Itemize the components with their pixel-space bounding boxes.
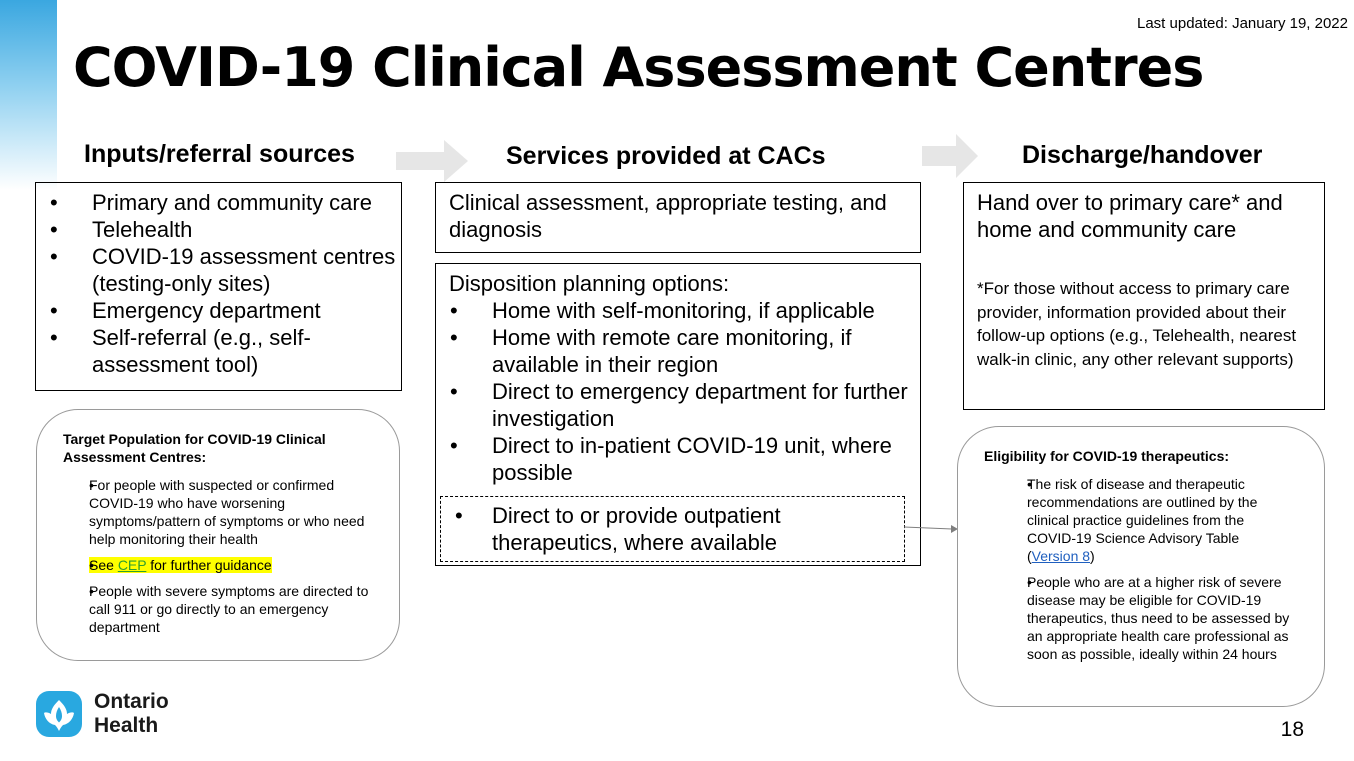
guidance-suffix: for further guidance [146,557,272,573]
eligibility-box: Eligibility for COVID-19 therapeutics: T… [957,426,1325,707]
target-population-list: For people with suspected or confirmed C… [63,476,385,636]
list-item: Self-referral (e.g., self-assessment too… [36,324,397,378]
column-heading-discharge: Discharge/handover [1022,141,1263,169]
list-item: People who are at a higher risk of sever… [984,573,1294,663]
logo-text: Ontario Health [94,690,169,738]
column-heading-services: Services provided at CACs [506,142,826,170]
inputs-box: Primary and community care Telehealth CO… [35,182,402,391]
list-item: The risk of disease and therapeutic reco… [984,475,1294,565]
inputs-list: Primary and community care Telehealth CO… [36,189,397,378]
version-8-link[interactable]: Version 8 [1031,548,1091,564]
flow-arrow-icon [922,134,978,178]
accent-bar [0,0,57,190]
list-item: Primary and community care [36,189,397,216]
list-item: Telehealth [36,216,397,243]
list-item: Emergency department [36,297,397,324]
list-item: Direct to emergency department for furth… [436,378,912,432]
list-item: For people with suspected or confirmed C… [63,476,385,548]
target-population-title: Target Population for COVID-19 Clinical … [63,431,326,465]
services-assessment-box: Clinical assessment, appropriate testing… [435,182,921,253]
target-population-box: Target Population for COVID-19 Clinical … [36,409,400,661]
connector-arrow-icon [904,525,958,533]
ontario-trillium-icon [36,691,82,737]
discharge-box: Hand over to primary care* and home and … [963,182,1325,410]
list-item: Direct to or provide outpatient therapeu… [441,502,898,556]
disposition-box: Disposition planning options: Home with … [435,263,921,566]
column-heading-inputs: Inputs/referral sources [84,140,355,168]
outpatient-therapeutics-box: Direct to or provide outpatient therapeu… [440,496,905,562]
outpatient-list: Direct to or provide outpatient therapeu… [441,502,898,556]
eligibility-item-text: The risk of disease and therapeutic reco… [1027,476,1258,546]
disposition-heading: Disposition planning options: [449,271,730,296]
highlighted-guidance: See CEP for further guidance [89,557,272,573]
logo-line-1: Ontario [94,690,169,713]
list-item: Home with self-monitoring, if applicable [436,297,912,324]
discharge-main-text: Hand over to primary care* and home and … [977,190,1283,242]
list-item: See CEP for further guidance [63,556,385,574]
discharge-note: *For those without access to primary car… [977,279,1297,369]
disposition-list: Home with self-monitoring, if applicable… [436,297,912,486]
cep-link[interactable]: CEP [117,557,147,573]
logo-line-2: Health [94,714,159,737]
paren-open: ( [1027,548,1032,564]
list-item: COVID-19 assessment centres (testing-onl… [36,243,397,297]
ontario-health-logo: Ontario Health [36,690,169,738]
flow-arrow-icon [396,140,468,182]
page-number: 18 [1280,718,1304,741]
eligibility-title: Eligibility for COVID-19 therapeutics: [984,448,1230,464]
paren-close: ) [1090,548,1095,564]
list-item: Home with remote care monitoring, if ava… [436,324,912,378]
page-title: COVID-19 Clinical Assessment Centres [73,36,1204,99]
list-item: Direct to in-patient COVID-19 unit, wher… [436,432,912,486]
eligibility-list: The risk of disease and therapeutic reco… [984,475,1294,663]
guidance-prefix: See [89,557,118,573]
last-updated: Last updated: January 19, 2022 [1137,15,1348,32]
list-item: People with severe symptoms are directed… [63,582,385,636]
services-assessment-text: Clinical assessment, appropriate testing… [449,190,887,242]
